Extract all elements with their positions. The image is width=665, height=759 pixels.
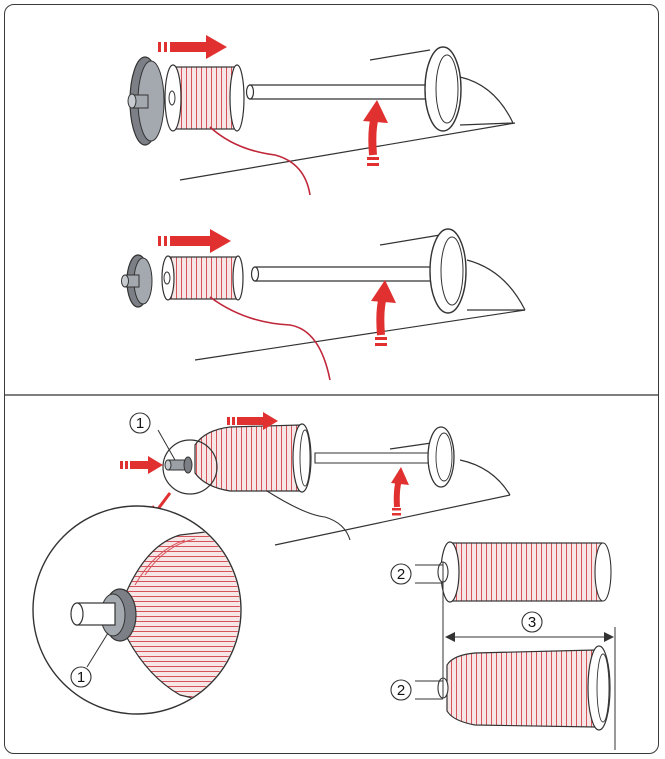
cone-spool-compare: [438, 646, 610, 730]
svg-text:2: 2: [397, 566, 405, 583]
arrow-right-icon: [120, 456, 163, 474]
detail-enlargement: [33, 506, 265, 715]
arrow-right-icon: [158, 35, 227, 59]
large-spool-cap: [128, 57, 164, 145]
cylinder-spool-compare: [438, 542, 611, 602]
svg-text:1: 1: [136, 415, 144, 432]
callout-3: 3: [522, 612, 542, 632]
spool-pin-disk: [425, 47, 461, 131]
arrow-right-icon: [158, 229, 231, 253]
callout-2-top: 2: [391, 564, 411, 584]
panel-small-spool: [122, 229, 526, 380]
instruction-diagram: 1: [4, 4, 659, 754]
callout-1-top: 1: [130, 413, 175, 460]
spool-pin-disk: [428, 427, 454, 487]
small-spool-cap: [122, 255, 153, 307]
curved-arrow-up-icon: [363, 100, 388, 166]
callout-2-bottom: 2: [391, 680, 411, 700]
thread-tail: [210, 297, 330, 380]
spool-cap-small: [165, 457, 192, 473]
large-spool: [165, 65, 244, 131]
small-spool: [162, 256, 243, 300]
svg-text:2: 2: [397, 682, 405, 699]
panel-cone-spool: 1: [33, 412, 615, 750]
spool-pin-disk: [430, 229, 466, 313]
panel-large-spool: [128, 35, 515, 195]
thread-tail: [267, 491, 350, 540]
curved-arrow-up-icon: [391, 467, 409, 516]
svg-text:3: 3: [528, 614, 536, 631]
svg-text:1: 1: [77, 669, 85, 686]
curved-arrow-up-icon: [371, 280, 396, 346]
